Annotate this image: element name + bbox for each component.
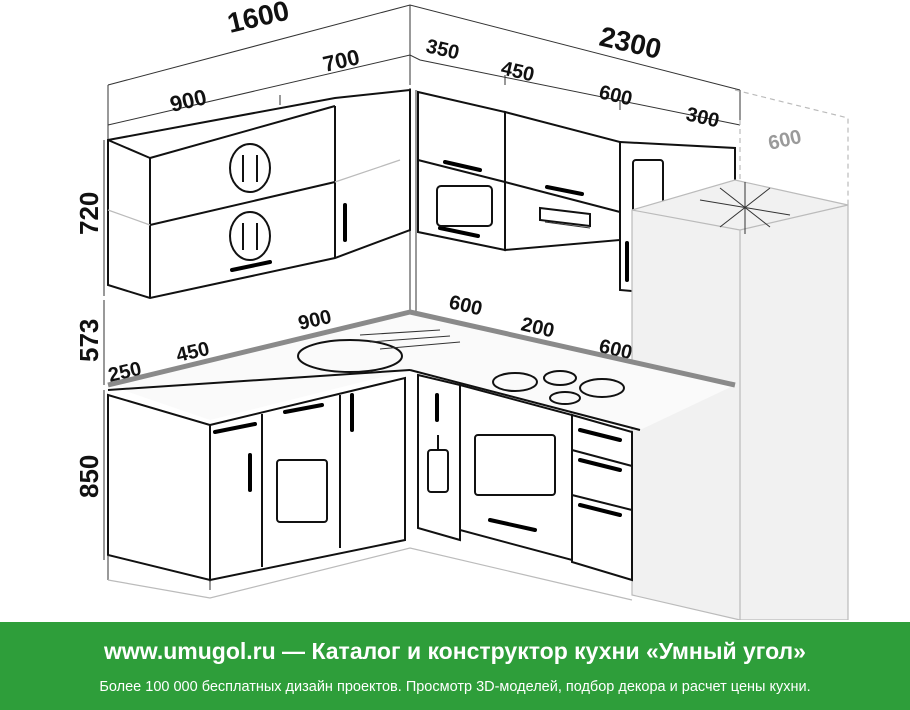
dim-upper-left-cab: 900 [168, 84, 209, 117]
dim-backsplash-height: 573 [74, 319, 104, 362]
dim-fridge-width: 600 [766, 126, 803, 155]
dim-upper-600: 600 [597, 81, 634, 110]
promo-banner: www.umugol.ru — Каталог и конструктор ку… [0, 622, 910, 710]
base-cabinets-left [107, 376, 406, 590]
microwave-window [436, 185, 493, 227]
oven-window [474, 434, 556, 496]
dim-upper-350: 350 [424, 35, 461, 64]
kitchen-diagram: 1600 2300 900 700 350 450 600 300 600 72… [74, 0, 849, 620]
fridge [631, 89, 849, 620]
range-hood-icon [539, 206, 591, 229]
dim-upper-300: 300 [684, 103, 721, 132]
banner-title-link[interactable]: www.umugol.ru — Каталог и конструктор ку… [104, 638, 806, 664]
dim-counter-600-left: 600 [447, 291, 484, 320]
bottle-icon [427, 435, 449, 493]
cooktop [492, 370, 625, 405]
base-cabinets-right [417, 373, 633, 582]
banner-subtitle: Более 100 000 бесплатных дизайн проектов… [99, 679, 811, 695]
sink [297, 329, 461, 373]
dishwasher-icon [276, 459, 328, 523]
countertop [107, 309, 736, 388]
dim-upper-corner-cab: 700 [321, 44, 362, 77]
dim-right-wall-total: 2300 [597, 21, 665, 65]
plate-cutlery-icon [229, 143, 271, 193]
plate-cutlery-icon [229, 211, 271, 261]
dim-base-height: 850 [74, 455, 104, 498]
upper-cabinets-left [107, 88, 411, 300]
snowflake-icon [699, 182, 791, 234]
dim-upper-height: 720 [74, 192, 104, 235]
dim-upper-450: 450 [499, 57, 536, 86]
dimension-lines [103, 4, 741, 560]
dim-left-wall-total: 1600 [224, 0, 292, 39]
